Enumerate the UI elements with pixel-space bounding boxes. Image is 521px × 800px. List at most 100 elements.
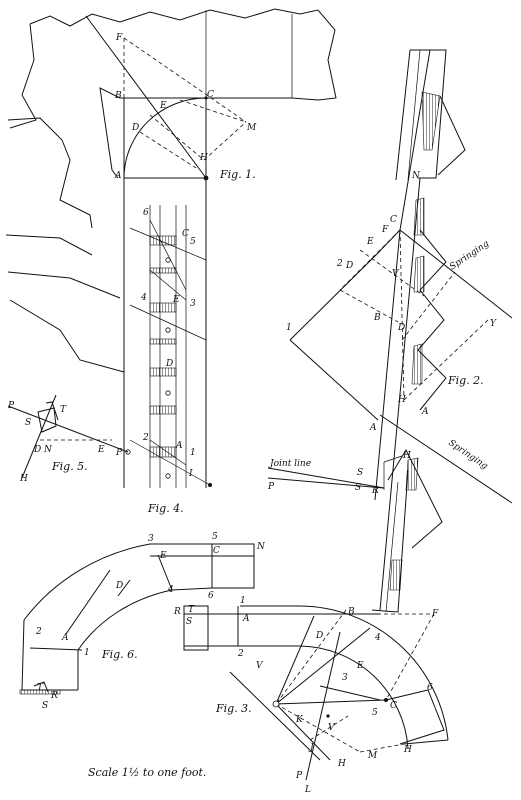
label-B: B — [114, 91, 122, 101]
label-6: 6 — [143, 208, 149, 218]
label-D-fig6: D — [115, 581, 123, 591]
label-H-fig2: H — [397, 395, 406, 405]
label-2-fig3: 2 — [237, 649, 244, 659]
figure-5-drawing — [7, 394, 129, 479]
label-H-fig3: H — [403, 745, 412, 755]
label-springing-upper: Springing — [448, 239, 491, 273]
label-3-fig3: 3 — [342, 673, 348, 683]
figure-3-drawing — [183, 605, 449, 781]
label-T-fig5: T — [60, 405, 67, 415]
label-P-fig5: P — [7, 401, 15, 411]
label-N-fig6: N — [256, 542, 266, 552]
label-1-fig3: 1 — [240, 596, 246, 606]
label-2-fig2: 2 — [336, 259, 343, 269]
label-F-fig2: F — [381, 225, 389, 235]
scale-caption: Scale 1½ to one foot. — [88, 766, 206, 779]
label-F-fig3: F — [431, 609, 439, 619]
figure-1-drawing — [5, 8, 337, 488]
label-5-fig3: 5 — [372, 708, 378, 718]
label-C-fig2: C — [390, 215, 397, 225]
label-Y-fig2: Y — [490, 319, 497, 329]
label-M-fig3: M — [367, 751, 378, 761]
label-P-fig3: P — [295, 771, 303, 781]
label-H: H — [199, 153, 208, 163]
label-I: I — [188, 469, 193, 479]
label-P-fig2: P — [267, 482, 275, 492]
label-E-fig4: E — [172, 295, 180, 305]
label-N-fig2: N — [411, 171, 421, 181]
label-M: M — [246, 123, 257, 133]
label-1: 1 — [190, 448, 196, 458]
figure-1-title: Fig. 1. — [219, 168, 256, 181]
label-H2-fig2: H — [402, 451, 411, 461]
figure-titles: Fig. 1. Fig. 2. Fig. 3. Fig. 4. Fig. 5. … — [51, 168, 484, 715]
label-V2-fig3: V — [328, 723, 336, 733]
figure-6-drawing — [19, 543, 255, 695]
label-C-fig6: C — [213, 546, 220, 556]
label-R-fig3: R — [173, 607, 181, 617]
label-N-fig5: N — [43, 445, 53, 455]
label-2: 2 — [142, 433, 149, 443]
label-D-fig5: D — [33, 445, 41, 455]
label-A-fig3: A — [242, 614, 250, 624]
label-joint-line: Joint line — [268, 459, 311, 469]
label-H2-fig3: H — [337, 759, 346, 769]
figure-3-title: Fig. 3. — [215, 702, 252, 715]
figure-5-title: Fig. 5. — [51, 460, 88, 473]
label-B-fig2: B — [373, 313, 381, 323]
point-labels: F B C E D M H A 6 C 5 4 E 3 D 2 A 1 I P … — [7, 33, 497, 795]
label-C: C — [207, 90, 214, 100]
label-K-fig3: K — [295, 715, 304, 725]
label-2-fig6: 2 — [35, 627, 42, 637]
label-R-fig6: R — [50, 691, 58, 701]
label-5: 5 — [190, 237, 196, 247]
label-T-fig6: T — [37, 683, 44, 693]
label-D2-fig2: D — [397, 323, 405, 333]
label-springing-lower: Springing — [446, 438, 489, 472]
label-1-fig2: 1 — [286, 323, 292, 333]
label-E: E — [159, 101, 167, 111]
label-6-fig3: 6 — [427, 683, 433, 693]
label-A-fig6: A — [61, 633, 69, 643]
label-T-fig3: T — [188, 605, 195, 615]
label-V-fig3: V — [256, 661, 264, 671]
label-B-fig3: B — [347, 607, 355, 617]
label-6-fig6: 6 — [208, 591, 214, 601]
figure-2-title: Fig. 2. — [447, 374, 484, 387]
label-C-fig4: C — [182, 229, 189, 239]
label-E-fig6: E — [159, 551, 167, 561]
label-E-fig3: E — [356, 661, 364, 671]
label-S-fig6: S — [42, 701, 48, 711]
label-C-fig3: C — [390, 701, 397, 711]
label-E-fig5: E — [97, 445, 105, 455]
label-1-fig6: 1 — [84, 648, 90, 658]
label-R-fig2: R — [371, 486, 379, 496]
label-4: 4 — [140, 293, 147, 303]
fig4-hatch-blocks — [149, 235, 177, 458]
label-D-fig3: D — [315, 631, 323, 641]
label-D: D — [131, 123, 139, 133]
label-A-fig4: A — [175, 441, 183, 451]
label-3: 3 — [190, 299, 196, 309]
label-S2-fig2: S — [355, 483, 361, 493]
label-3-fig6: 3 — [148, 534, 154, 544]
label-5-fig6: 5 — [212, 532, 218, 542]
label-D-fig4: D — [165, 359, 173, 369]
label-S-fig2: S — [357, 468, 363, 478]
label-S-fig3: S — [186, 617, 192, 627]
label-V-fig2: V — [392, 269, 400, 279]
label-4-fig6: 4 — [167, 585, 174, 595]
figure-4-title: Fig. 4. — [147, 502, 184, 515]
label-A2-fig2: A — [421, 407, 429, 417]
label-P2-fig5: P — [115, 448, 123, 458]
label-H-fig5: H — [19, 474, 28, 484]
label-E-fig2: E — [366, 237, 374, 247]
label-S-fig5: S — [25, 418, 31, 428]
figure-4-drawing — [125, 205, 212, 488]
label-A: A — [114, 171, 122, 181]
label-F: F — [115, 33, 123, 43]
label-J-fig3: J — [308, 743, 315, 753]
figure-2-drawing — [267, 49, 513, 613]
label-4-fig3: 4 — [374, 633, 381, 643]
